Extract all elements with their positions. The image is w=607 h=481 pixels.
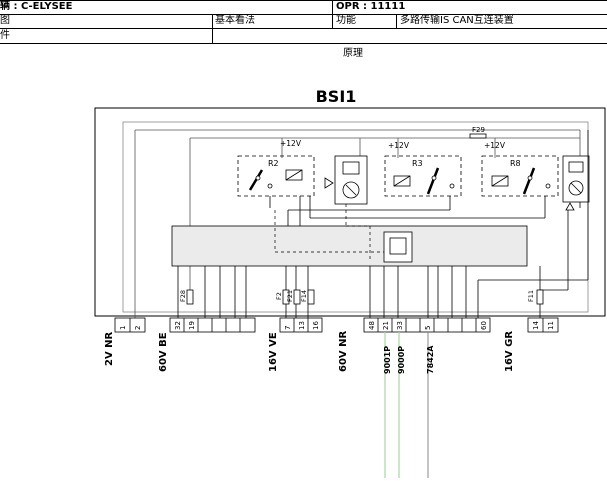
relay-r8: R8 +12V (481, 141, 559, 197)
pin-19: 19 (188, 321, 196, 330)
pin-33: 33 (396, 321, 404, 330)
can-chip (383, 231, 413, 263)
col-divider-3 (396, 14, 397, 29)
wire-9001p-label: 9001P (383, 346, 392, 374)
connector-60v-be-label: 60V BE (158, 332, 169, 372)
principle-label: 原理 (343, 48, 363, 59)
fuse-f21-label: F21 (286, 290, 294, 302)
header-table: 辆 : C-ELYSEE OPR : 11111 图 基本看法 功能 多路传输I… (0, 0, 607, 62)
pin-7: 7 (284, 326, 292, 330)
function-value: 多路传输IS CAN互连装置 (400, 15, 514, 26)
pin-1: 1 (119, 326, 127, 330)
fuse-f11-label: F11 (527, 290, 535, 302)
pin-48: 48 (368, 321, 376, 330)
relay-r3: R3 +12V (384, 141, 462, 197)
wire-9000p-label: 9000P (397, 346, 406, 374)
pin-14: 14 (532, 321, 540, 330)
header-row-3: 件 (0, 29, 607, 44)
pin-5: 5 (424, 326, 432, 330)
header-row-2: 图 基本看法 功能 多路传输IS CAN互连装置 (0, 14, 607, 29)
row3-left-label: 件 (0, 30, 10, 41)
fuse-f2-label: F2 (275, 292, 283, 300)
relay-r3-label: R3 (412, 159, 423, 168)
header-row-1: 辆 : C-ELYSEE OPR : 11111 (0, 0, 607, 15)
dashed-links (274, 204, 384, 262)
row2-left-label: 图 (0, 15, 10, 26)
fuse-f14: F14 (300, 289, 315, 305)
central-unit-box (171, 225, 528, 267)
relay-r2: R2 +12V (237, 139, 315, 208)
supply-label-2: +12V (388, 141, 410, 150)
pin-21: 21 (382, 321, 390, 330)
fuse-f28-label: F28 (179, 290, 187, 302)
fuse-f2: F2 (275, 289, 290, 305)
pin-13: 13 (298, 321, 306, 330)
pin-16: 16 (312, 321, 320, 330)
col-divider-2 (212, 14, 213, 43)
external-wires: 9001P 9000P 7842A (383, 332, 435, 478)
fuse-f29: F29 (469, 126, 487, 139)
col-divider-1 (332, 0, 333, 28)
connector-16v-ve: 7 13 16 16V VE (268, 317, 323, 372)
pin-11: 11 (547, 321, 555, 330)
internal-wires (287, 130, 589, 318)
diagram-title: BSI1 (316, 87, 357, 106)
connector-2v-nr-label: 2V NR (104, 331, 115, 366)
connector-60v-nr-label: 60V NR (338, 330, 349, 372)
pin-60: 60 (480, 321, 488, 330)
connector-16v-ve-label: 16V VE (268, 332, 279, 372)
connector-16v-gr-label: 16V GR (504, 331, 515, 372)
fuse-f11: F11 (527, 289, 544, 305)
pin-32: 32 (174, 321, 182, 330)
relay-r2-label: R2 (268, 159, 279, 168)
fuse-f28: F28 (179, 289, 194, 305)
wire-7842a-label: 7842A (426, 345, 435, 374)
vehicle-name: 辆 : C-ELYSEE (0, 1, 73, 12)
basic-view-label: 基本看法 (215, 15, 255, 26)
connector-16v-gr: 14 11 16V GR (504, 317, 559, 372)
connector-2v-nr: 1 2 2V NR (104, 317, 146, 366)
opr-code: OPR : 11111 (336, 1, 406, 12)
top-bus-lines (134, 129, 581, 318)
supply-label-1: +12V (280, 139, 302, 148)
function-label: 功能 (336, 15, 356, 26)
supply-label-3: +12V (484, 141, 506, 150)
connector-60v-nr: 48 21 33 5 60 60V NR (338, 317, 491, 372)
fuse-f21: F21 (286, 289, 301, 305)
fuse-f14-label: F14 (300, 290, 308, 302)
bsi-outer-box (94, 107, 606, 317)
connector-60v-be: 32 19 60V BE (158, 317, 256, 372)
fuse-f29-label: F29 (472, 126, 485, 134)
relay-r8-label: R8 (510, 159, 521, 168)
transistor-module-2 (562, 155, 590, 211)
transistor-module-1 (324, 155, 368, 205)
pin-2: 2 (134, 326, 142, 330)
